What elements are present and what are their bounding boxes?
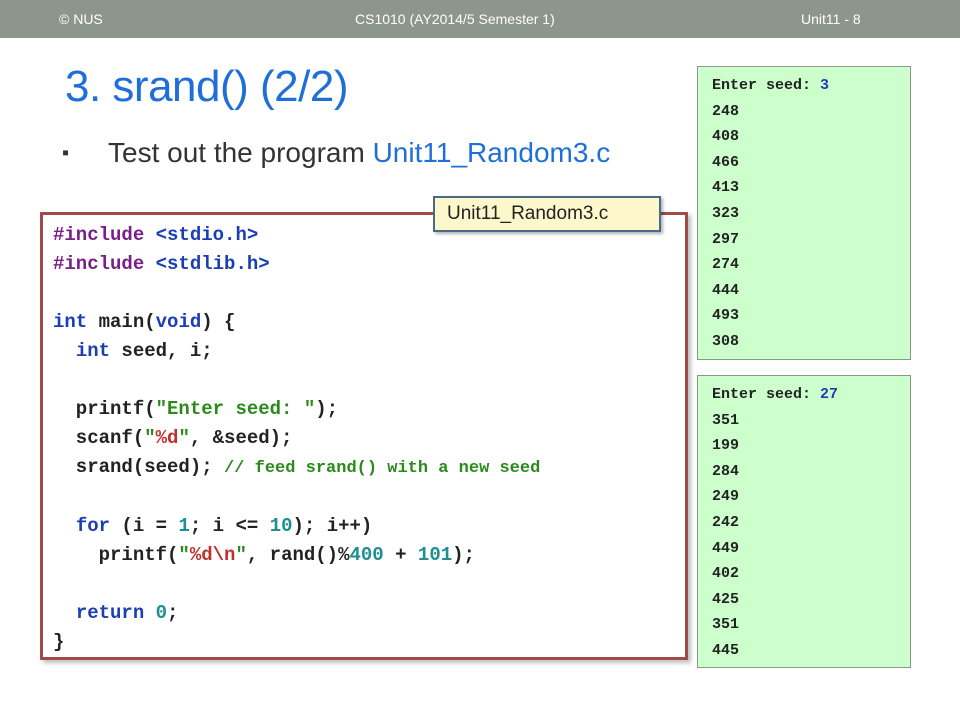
output-value: 449 — [712, 539, 740, 557]
code-line: srand(seed); // feed srand() with a new … — [53, 456, 541, 478]
bullet-text: Test out the program — [108, 137, 373, 168]
output-value: 297 — [712, 230, 740, 248]
code-line: printf("%d\n", rand()%400 + 101); — [53, 544, 475, 566]
output-value: 351 — [712, 616, 740, 634]
output-value: 248 — [712, 102, 740, 120]
code-line: for (i = 1; i <= 10); i++) — [75, 515, 373, 537]
output-value: 323 — [712, 204, 740, 222]
output-value: 444 — [712, 281, 740, 299]
output-value: 351 — [712, 411, 740, 429]
filename-callout: Unit11_Random3.c — [433, 196, 661, 232]
output-value: 493 — [712, 307, 740, 325]
output-value: 284 — [712, 462, 740, 480]
output-value: 402 — [712, 565, 740, 583]
header-course: CS1010 (AY2014/5 Semester 1) — [355, 11, 555, 27]
code-line: #include <stdlib.h> — [53, 253, 270, 275]
output-prompt-line: Enter seed: 27 — [712, 386, 839, 403]
output-prompt-line: Enter seed: 3 — [712, 77, 830, 94]
code-listing-box: #include <stdio.h> #include <stdlib.h> i… — [40, 212, 688, 660]
code-line: int main(void) { — [53, 311, 236, 333]
bullet-item: ▪ Test out the program Unit11_Random3.c — [62, 137, 610, 169]
code-line: int seed, i; — [75, 340, 213, 362]
output-panel-seed-3: Enter seed: 3 248 408 466 413 323 297 27… — [697, 66, 911, 360]
code-line: #include <stdio.h> — [53, 224, 259, 246]
output-value: 408 — [712, 128, 740, 146]
code-line: } — [53, 631, 65, 653]
header-copyright: © NUS — [59, 11, 103, 27]
slide-title: 3. srand() (2/2) — [65, 62, 348, 111]
output-value: 308 — [712, 332, 740, 350]
slide-header-bar: © NUS CS1010 (AY2014/5 Semester 1) Unit1… — [0, 0, 960, 38]
code-line: printf("Enter seed: "); — [53, 398, 339, 420]
output-value: 445 — [712, 641, 740, 659]
output-value: 413 — [712, 179, 740, 197]
output-panel-seed-27: Enter seed: 27 351 199 284 249 242 449 4… — [697, 375, 911, 668]
output-seed-value: 3 — [820, 77, 830, 94]
output-value: 425 — [712, 590, 740, 608]
bullet-square-icon: ▪ — [62, 142, 70, 164]
code-line: scanf("%d", &seed); — [53, 427, 293, 449]
output-value: 466 — [712, 153, 740, 171]
output-value: 242 — [712, 513, 740, 531]
output-value: 274 — [712, 256, 740, 274]
code-line: return 0; — [75, 602, 179, 624]
header-slide-number: Unit11 - 8 — [801, 11, 861, 27]
bullet-filename: Unit11_Random3.c — [372, 137, 611, 168]
output-value: 249 — [712, 488, 740, 506]
output-value: 199 — [712, 437, 740, 455]
output-seed-value: 27 — [820, 386, 839, 403]
code-listing: #include <stdio.h> #include <stdlib.h> i… — [53, 221, 540, 657]
